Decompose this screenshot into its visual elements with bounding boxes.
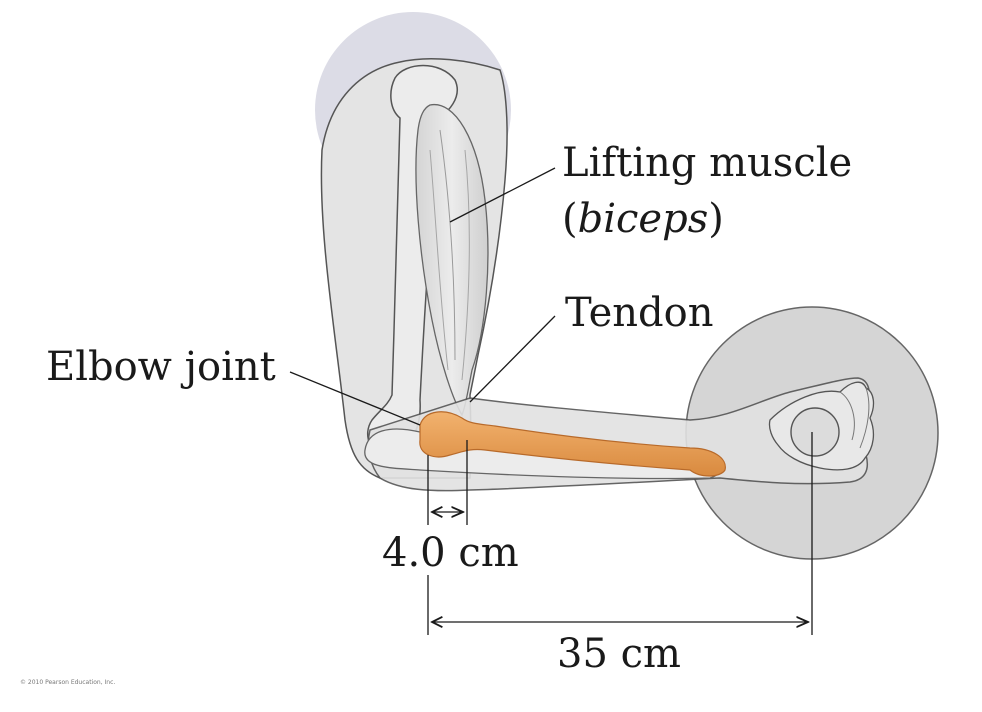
muscle-leader-line	[449, 167, 556, 223]
tendon-label: Tendon	[565, 290, 713, 336]
short-distance-label: 4.0 cm	[382, 530, 519, 576]
elbow-label: Elbow joint	[46, 344, 276, 390]
held-ball	[790, 407, 840, 457]
muscle-label: Lifting muscle	[562, 140, 852, 186]
copyright-text: © 2010 Pearson Education, Inc.	[20, 679, 115, 686]
tendon-leader-line	[469, 315, 556, 403]
long-distance-label: 35 cm	[557, 631, 681, 677]
muscle-sublabel: (biceps)	[562, 196, 724, 242]
radius-bone	[419, 411, 726, 477]
elbow-leader-line	[289, 371, 421, 426]
